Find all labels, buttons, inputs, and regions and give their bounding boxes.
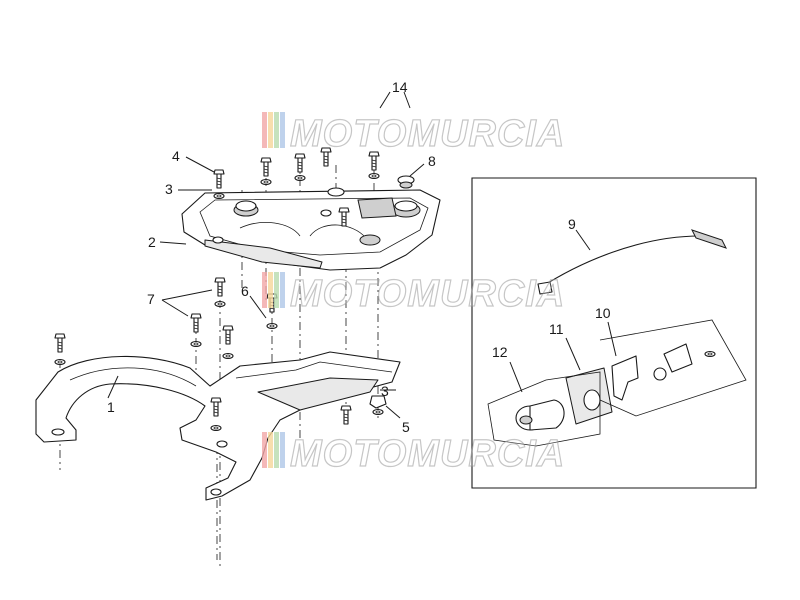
callout-8: 8 [428,153,436,169]
part-9-cable [539,235,701,289]
callout-2: 2 [148,234,156,250]
callout-3: 3 [165,181,173,197]
callout-3b: 3 [381,383,389,399]
callout-5: 5 [402,419,410,435]
leader-lines [107,91,617,419]
part-12-lock-cylinder [515,399,565,431]
callout-6: 6 [241,283,249,299]
watermark-text: MOTOMURCIA [290,113,565,155]
callout-7: 7 [147,291,155,307]
watermark-logo-bottom: MOTOMURCIA [262,432,565,476]
lock-assembly-panel [471,177,757,489]
callout-labels: 1 2 3 4 5 6 7 8 9 10 11 12 3 14 [107,79,611,435]
callout-1: 1 [107,399,115,415]
watermark-logo-top: MOTOMURCIA [262,112,565,156]
bolts-upper [213,147,415,227]
callout-11: 11 [549,321,564,337]
callout-12: 12 [492,344,508,360]
callout-10: 10 [595,305,611,321]
callout-14: 14 [392,79,408,95]
watermark-text: MOTOMURCIA [290,433,565,475]
callout-9: 9 [568,216,576,232]
watermark-logo-middle: MOTOMURCIA [262,272,565,316]
bolts-lower [54,277,387,432]
part-10-plate [611,355,639,401]
part-2-base-plate [181,187,441,271]
watermark-text: MOTOMURCIA [290,273,565,315]
callout-4: 4 [172,148,180,164]
